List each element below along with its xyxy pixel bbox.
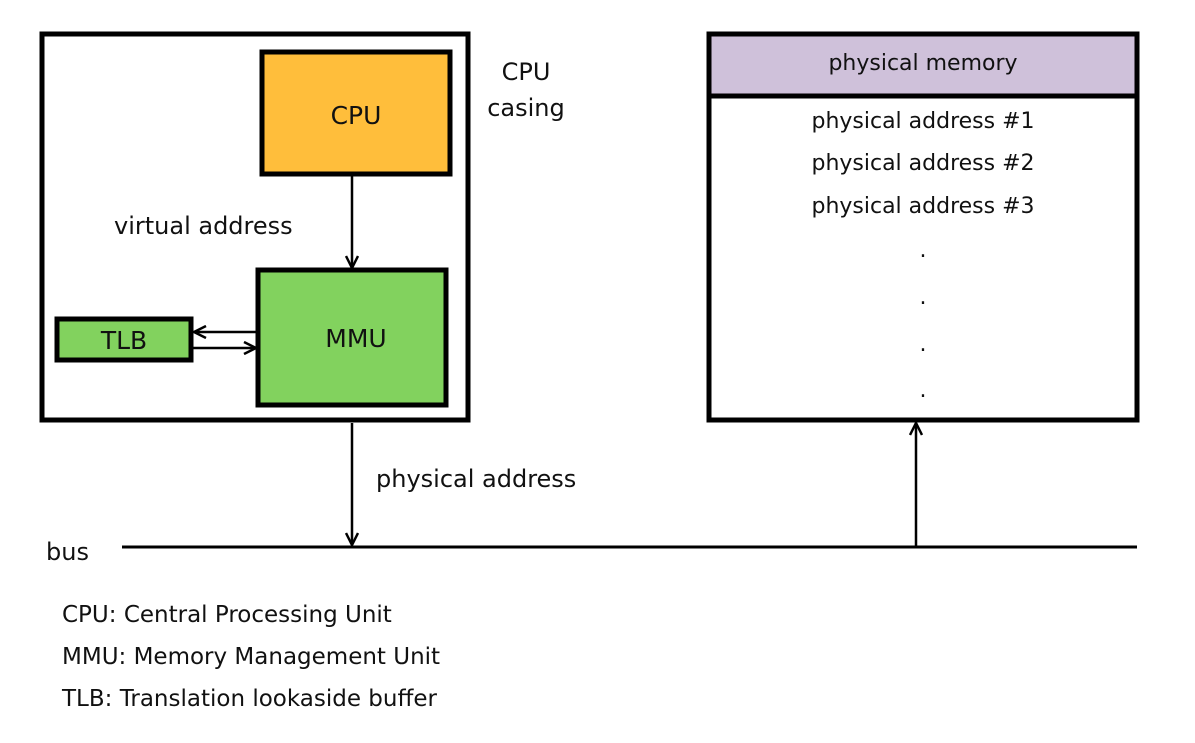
bus-label: bus [46,538,89,566]
legend-mmu: MMU: Memory Management Unit [62,644,441,670]
legend-tlb: TLB: Translation lookaside buffer [62,686,437,712]
cpu-box [259,49,453,177]
memory-row: physical address #1 [811,109,1035,134]
memory-continuation-dot: . [919,285,927,310]
memory-continuation-dot: . [919,378,927,403]
legend-cpu: CPU: Central Processing Unit [62,602,392,628]
memory-header-label: physical memory [828,51,1018,76]
cpu-casing-label-line2: casing [487,94,565,122]
tlb-label: TLB [100,326,148,355]
memory-row: physical address #2 [811,151,1035,176]
mmu-box [255,267,449,408]
cpu-label: CPU [330,101,382,130]
cpu-casing-box [39,31,471,423]
memory-box [706,31,1140,423]
memory-continuation-dot: . [919,238,927,263]
cpu-casing-label-line1: CPU [501,58,551,86]
mmu-label: MMU [325,324,387,353]
virtual-address-label: virtual address [114,212,293,240]
tlb-box [54,316,194,363]
physical-address-label: physical address [376,465,577,493]
memory-row: physical address #3 [811,194,1035,219]
memory-continuation-dot: . [919,332,927,357]
